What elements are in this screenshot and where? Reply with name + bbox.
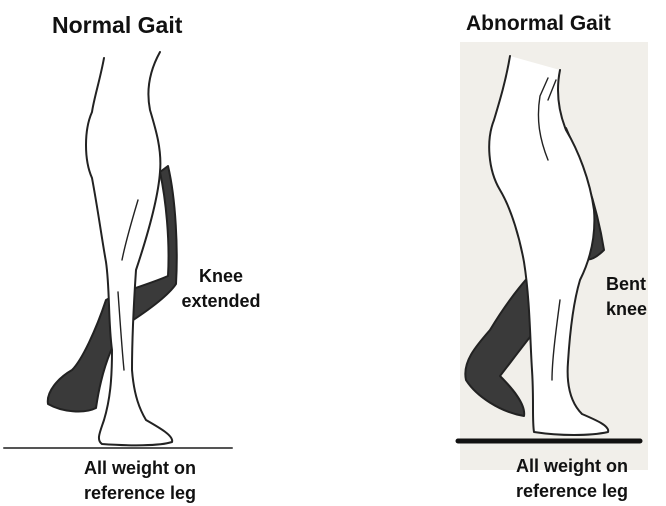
normal-gait-figure — [4, 52, 232, 448]
normal-weight-caption: All weight on reference leg — [40, 456, 240, 506]
abnormal-gait-title: Abnormal Gait — [466, 12, 611, 36]
abnormal-weight-caption-line1: All weight on — [472, 454, 666, 479]
knee-extended-label: Knee extended — [166, 264, 276, 314]
abnormal-weight-caption-line2: reference leg — [472, 479, 666, 504]
abnormal-weight-caption: All weight on reference leg — [472, 454, 666, 504]
abnormal-stance-leg — [489, 56, 608, 435]
normal-weight-caption-line2: reference leg — [40, 481, 240, 506]
normal-weight-caption-line1: All weight on — [40, 456, 240, 481]
abnormal-gait-figure — [458, 56, 640, 441]
normal-gait-title: Normal Gait — [52, 12, 182, 39]
bent-knee-label-line2: knee — [606, 297, 666, 322]
knee-extended-label-line1: Knee — [166, 264, 276, 289]
knee-extended-label-line2: extended — [166, 289, 276, 314]
bent-knee-label-line1: Bent — [606, 272, 666, 297]
bent-knee-label: Bent knee — [606, 272, 666, 322]
